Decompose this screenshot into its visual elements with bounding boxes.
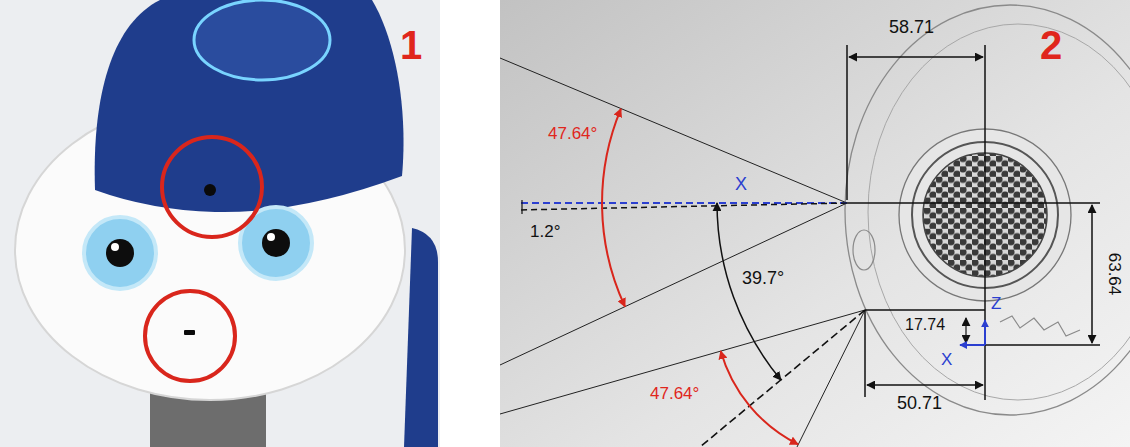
eye-highlight [267,233,275,241]
bottom-camera-hole [184,330,195,335]
panel-number: 2 [1040,22,1062,68]
fov-arc [721,351,798,444]
fov-line [500,58,847,203]
panel-number: 1 [400,22,422,68]
dimension-value: 50.71 [897,393,942,414]
photo-background [0,0,440,447]
angle-value: 47.64° [650,384,699,404]
extension-line [864,310,866,397]
highlight-circle [162,137,262,237]
angle-value: 39.7° [742,268,784,289]
highlight-circle [145,291,235,381]
extension-line [984,45,986,400]
extension-line [847,202,1100,204]
dimension-value: 63.64 [1104,253,1124,296]
fov-arc [602,109,625,307]
z-axis-arrow [984,320,986,345]
fov-line [500,203,847,365]
angle-value: 1.2° [530,222,560,242]
head-outline-inner [868,24,1130,400]
optical-axis [518,203,847,210]
dimension-line [849,56,983,58]
head-outline [845,5,1130,415]
robot-head-cap [95,0,404,212]
robot-shoulder [404,228,438,447]
axis-name: X [941,350,952,370]
angle-value: 47.64° [548,124,597,144]
head-eye-profile [853,230,875,270]
angle-tick [521,200,522,214]
extension-line [865,309,985,311]
fov-line [797,310,865,447]
dimension-line [1091,205,1093,343]
dimension-line [867,384,983,386]
optical-axis [700,310,865,447]
top-camera-hole [204,184,216,196]
eye-pupil [262,229,290,257]
neck-joint [1000,316,1080,336]
extension-line [846,45,848,200]
extension-line [985,344,1100,346]
x-axis [518,202,847,204]
dimension-value: 17.74 [905,316,945,334]
eye-highlight [111,243,119,251]
x-axis-arrow [960,344,985,346]
head-touch-ring [194,0,330,80]
eye-pupil [106,239,134,267]
dimension-value: 58.71 [889,17,934,38]
robot-eye [84,217,156,289]
axis-name: X [735,174,747,195]
dimension-line [965,318,966,343]
axis-name: Z [991,294,1001,314]
fov-line [500,310,865,414]
tilt-arc [717,203,781,380]
drawing-background [500,0,1130,447]
